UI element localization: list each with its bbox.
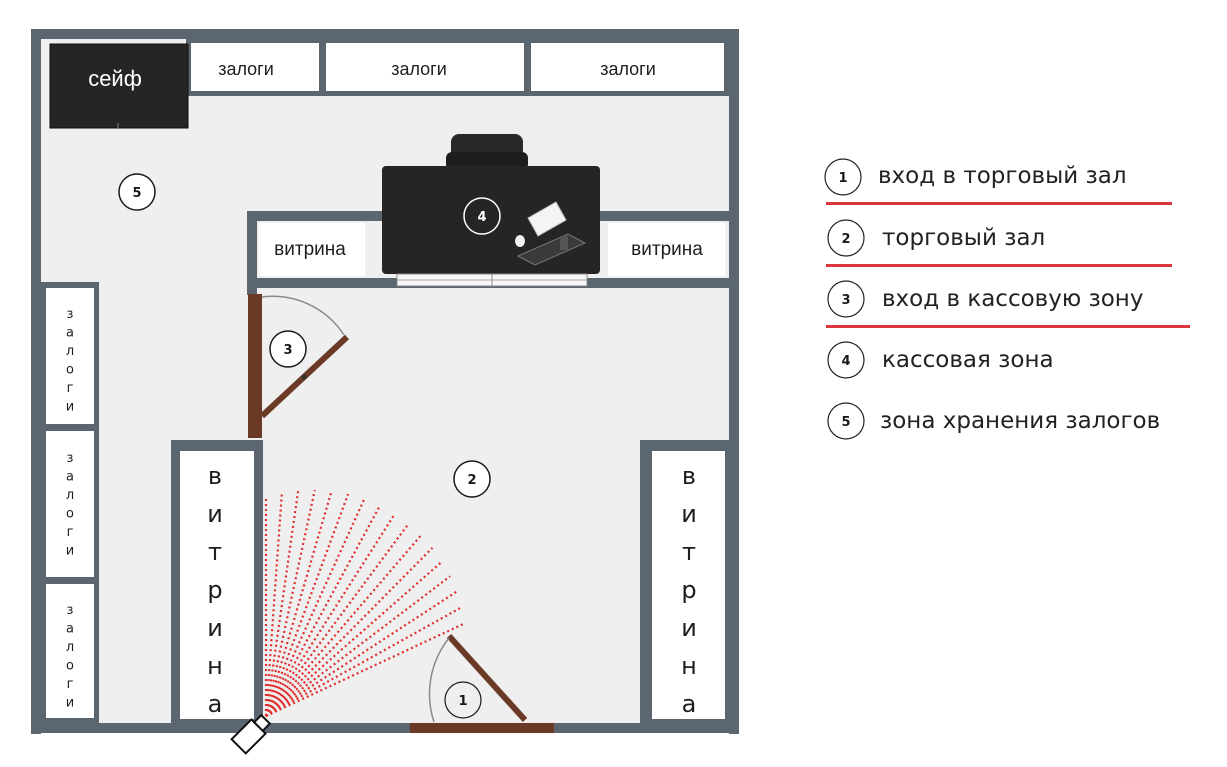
pledges-vertical-1-char: а [66,326,74,341]
legend-item-5: 5 зона хранения залогов [827,402,1160,440]
floor [36,34,736,730]
showcase-vertical-left-char: в [208,462,222,490]
pledges-vertical-3-char: г [67,677,74,692]
pledges-vertical-1-char: з [67,307,74,322]
marker-2-text: 2 [467,473,476,488]
legend-text-4: кассовая зона [882,347,1054,373]
showcase-vertical-right-char: и [681,500,697,528]
marker-4: 4 [463,197,501,235]
camera-ray [265,575,451,717]
pledges-label-2: залоги [391,59,447,79]
showcase-vertical-left-char: т [208,538,222,566]
legend-underline-1 [826,202,1172,205]
showcase-vertical-left-char: н [207,652,223,680]
showcase-vertical-right-char: т [682,538,696,566]
safe-label: сейф [88,66,142,91]
door-cashier [248,294,350,438]
legend-item-4: 4 кассовая зона [827,341,1054,379]
legend-num-1: 1 [838,171,847,186]
marker-1: 1 [444,681,482,719]
showcase-label-left: витрина [274,239,346,260]
top-shelves [186,39,729,96]
legend-item-3: 3 вход в кассовую зону [826,280,1190,328]
left-showcase [171,440,263,723]
showcase-vertical-right-char: н [681,652,697,680]
legend-text-2: торговый зал [882,225,1045,251]
pledges-label-1: залоги [218,59,274,79]
pledges-vertical-2-char: г [67,525,74,540]
right-showcase [640,440,729,723]
pledges-vertical-2-char: и [66,544,74,559]
legend-underline-3 [826,325,1190,328]
pledges-label-3: залоги [600,59,656,79]
legend-item-1: 1 вход в торговый зал [824,158,1172,205]
camera-ray [265,622,466,717]
legend: 1 вход в торговый зал 2 торговый зал 3 в… [824,158,1190,440]
camera-ray [264,489,316,717]
legend-num-2: 2 [841,232,850,247]
marker-4-text: 4 [477,210,486,225]
pledges-vertical-3-char: з [67,603,74,618]
pledges-vertical-1-char: и [66,400,74,415]
pledges-vertical-3-char: а [66,622,74,637]
legend-num-5: 5 [841,415,850,430]
legend-text-3: вход в кассовую зону [882,286,1143,312]
camera-rays [264,489,466,717]
marker-1-text: 1 [458,694,467,709]
left-shelves [41,282,99,723]
pledges-vertical-2-char: л [66,488,74,503]
pledges-vertical-1-char: г [67,381,74,396]
safe [49,43,189,129]
legend-num-3: 3 [841,293,850,308]
showcase-vertical-left-char: р [207,576,222,604]
pledges-vertical-2-char: о [66,507,74,522]
outer-walls [31,29,739,734]
showcase-vertical-right-char: в [682,462,696,490]
legend-item-2: 2 торговый зал [826,219,1172,267]
camera-icon [230,713,272,755]
computer-icon [515,201,587,266]
camera-ray [265,560,443,717]
pledges-vertical-2-char: з [67,451,74,466]
legend-text-1: вход в торговый зал [878,163,1127,189]
pledges-vertical-1-char: о [66,363,74,378]
marker-5: 5 [118,173,156,211]
pledges-vertical-3-char: о [66,659,74,674]
camera-ray [265,606,463,717]
camera-ray [265,513,396,717]
pledges-vertical-3-char: л [66,640,74,655]
showcase-label-right: витрина [631,239,703,260]
door-entrance [410,633,554,733]
showcase-vertical-left-char: и [207,500,223,528]
marker-2: 2 [453,460,491,498]
showcase-vertical-right-char: р [681,576,696,604]
cashier-showcases [259,223,725,276]
showcase-vertical-left-char: а [208,690,223,718]
pledges-vertical-3-char: и [66,696,74,711]
showcase-vertical-left-char: и [207,614,223,642]
showcase-vertical-right-char: и [681,614,697,642]
pledges-vertical-1-char: л [66,344,74,359]
marker-3: 3 [269,330,307,368]
camera-ray [264,492,283,717]
camera-ray [264,490,333,717]
legend-num-4: 4 [841,354,850,369]
legend-underline-2 [826,264,1172,267]
pledges-vertical-2-char: а [66,470,74,485]
marker-3-text: 3 [283,343,292,358]
legend-text-5: зона хранения залогов [880,408,1160,434]
showcase-vertical-right-char: а [682,690,697,718]
marker-5-text: 5 [132,186,141,201]
